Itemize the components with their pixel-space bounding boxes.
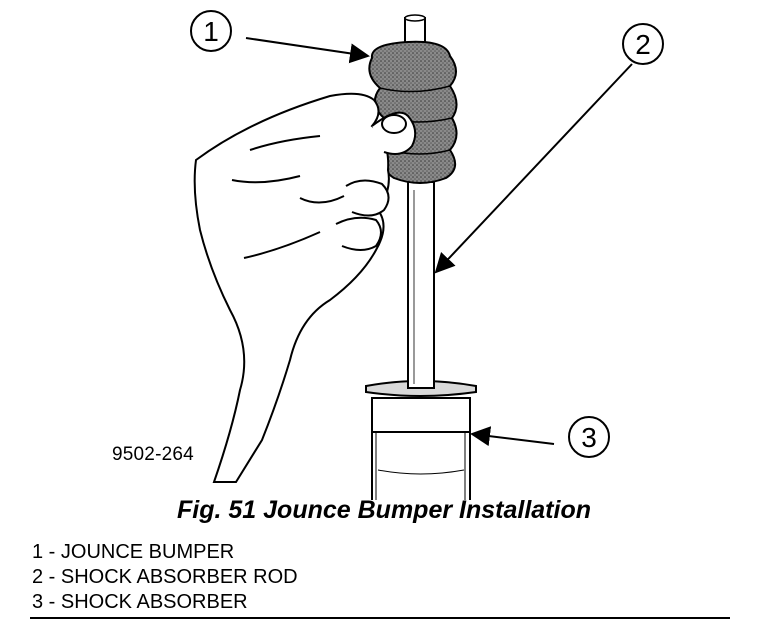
callout-3: 3 (568, 416, 610, 458)
jounce-bumper-illustration: 1 2 3 (190, 10, 664, 500)
callout-1: 1 (190, 10, 232, 52)
leader-arrow-2 (434, 63, 633, 274)
leader-arrow-3 (470, 426, 555, 447)
figure-code: 9502-264 (112, 444, 194, 465)
callout-2: 2 (622, 23, 664, 65)
leader-arrow-1 (245, 37, 370, 64)
legend: 1 - JOUNCE BUMPER 2 - SHOCK ABSORBER ROD… (32, 540, 298, 615)
callout-3-number: 3 (581, 422, 597, 453)
callout-2-number: 2 (635, 29, 651, 60)
shock-absorber-rod (407, 181, 435, 389)
legend-item-shock-absorber: 3 - SHOCK ABSORBER (32, 591, 248, 613)
bottom-divider (30, 617, 730, 619)
callout-1-number: 1 (203, 16, 219, 47)
leader-lines (245, 37, 633, 447)
figure-caption: Fig. 51 Jounce Bumper Installation (177, 496, 591, 524)
hand-outline (193, 92, 417, 483)
legend-item-jounce-bumper: 1 - JOUNCE BUMPER (32, 541, 235, 563)
shock-absorber-body (365, 380, 477, 500)
legend-item-shock-absorber-rod: 2 - SHOCK ABSORBER ROD (32, 566, 298, 588)
